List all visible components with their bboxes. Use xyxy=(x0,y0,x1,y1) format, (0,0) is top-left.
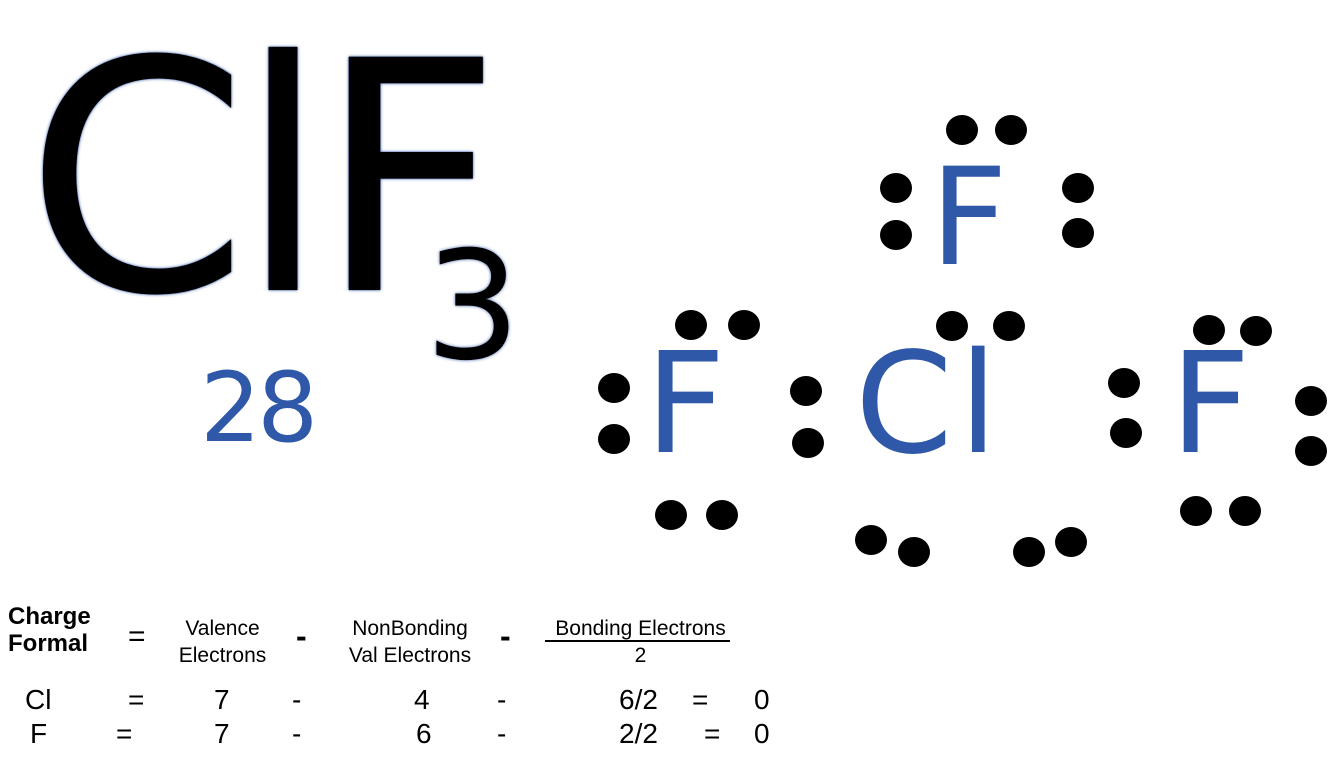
term1-line1: Valence xyxy=(185,617,260,640)
minus-sign: - xyxy=(296,618,307,654)
bonding-electrons-denominator: 2 xyxy=(634,644,647,667)
electron-dot xyxy=(993,311,1025,341)
term1-line2: Electrons xyxy=(178,644,267,667)
electron-dot xyxy=(1295,386,1327,416)
row-nonbonding: 6 xyxy=(416,718,432,749)
electron-dot xyxy=(1108,368,1140,398)
electron-dot xyxy=(706,500,738,530)
row-equals: = xyxy=(128,684,145,715)
electron-dot xyxy=(790,376,822,406)
electron-dot xyxy=(1110,418,1142,448)
electron-dot xyxy=(728,310,760,340)
label-line2: Formal xyxy=(8,630,89,657)
electron-dot xyxy=(1193,315,1225,345)
row-equals: = xyxy=(692,684,709,715)
total-valence-electrons: 28 xyxy=(200,352,318,464)
electron-dot xyxy=(1180,496,1212,526)
nonbonding-electrons-term: NonBonding Val Electrons xyxy=(335,615,485,669)
term2-line2: Val Electrons xyxy=(348,644,472,667)
electron-dot xyxy=(880,173,912,203)
fluorine-left-atom: F xyxy=(645,323,726,486)
row-minus: - xyxy=(497,718,507,749)
electron-dot xyxy=(1229,496,1261,526)
electron-dot xyxy=(792,428,824,458)
electron-dot xyxy=(675,310,707,340)
electron-dot xyxy=(880,220,912,250)
bonding-electrons-numerator: Bonding Electrons xyxy=(555,617,726,640)
electron-dot xyxy=(1055,527,1087,557)
fraction-bar xyxy=(545,640,730,642)
electron-dot xyxy=(936,311,968,341)
minus-sign: - xyxy=(500,618,511,654)
electron-dot xyxy=(1240,316,1272,346)
row-atom: Cl xyxy=(25,684,52,715)
fluorine-top-atom: F xyxy=(930,139,1008,296)
electron-dot xyxy=(1062,218,1094,248)
row-valence: 7 xyxy=(214,684,230,715)
electron-dot xyxy=(855,525,887,555)
term2-line1: NonBonding xyxy=(352,617,468,640)
row-bonding: 6/2 xyxy=(619,684,658,715)
electron-dot xyxy=(1062,173,1094,203)
row-atom: F xyxy=(30,718,48,749)
row-minus: - xyxy=(292,684,302,715)
valence-electrons-term: Valence Electrons xyxy=(165,615,280,669)
electron-dot xyxy=(598,373,630,403)
row-minus: - xyxy=(292,718,302,749)
electron-dot xyxy=(655,500,687,530)
row-minus: - xyxy=(497,684,507,715)
label-line1: Charge xyxy=(8,603,91,630)
molecular-formula: ClF xyxy=(25,0,501,366)
row-valence: 7 xyxy=(214,718,230,749)
formal-charge-label: Charge Formal xyxy=(8,603,91,657)
row-result: 0 xyxy=(754,718,770,749)
row-equals: = xyxy=(704,718,721,749)
electron-dot xyxy=(598,424,630,454)
row-result: 0 xyxy=(754,684,770,715)
fluorine-right-atom: F xyxy=(1170,323,1251,486)
chlorine-center-atom: Cl xyxy=(855,323,1004,486)
electron-dot xyxy=(995,115,1027,145)
row-bonding: 2/2 xyxy=(619,718,658,749)
electron-dot xyxy=(898,537,930,567)
electron-dot xyxy=(946,115,978,145)
row-nonbonding: 4 xyxy=(414,684,430,715)
equals-sign: = xyxy=(128,620,146,653)
row-equals: = xyxy=(116,718,133,749)
electron-dot xyxy=(1295,436,1327,466)
formula-subscript: 3 xyxy=(425,220,521,394)
electron-dot xyxy=(1013,537,1045,567)
